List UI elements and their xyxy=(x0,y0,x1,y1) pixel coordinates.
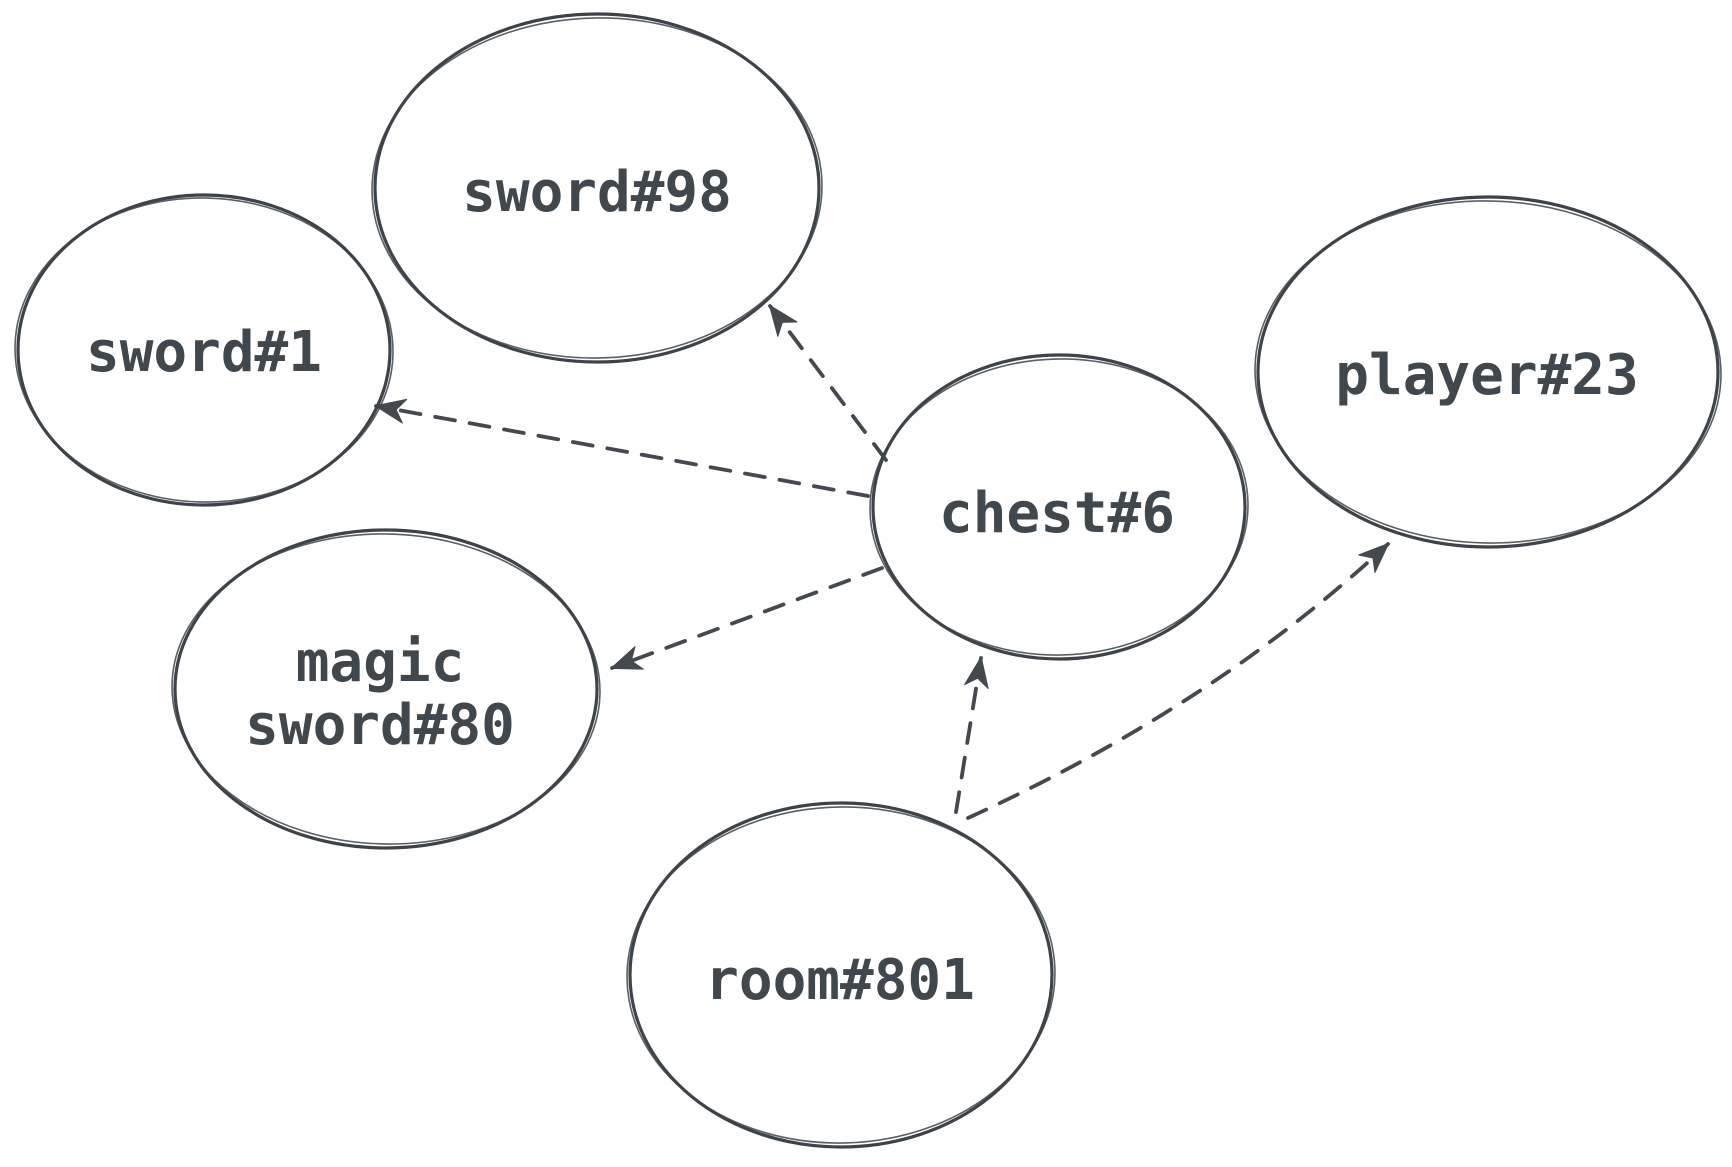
node-chest6-ellipse xyxy=(871,353,1247,661)
node-room801-label: room#801 xyxy=(705,948,975,1013)
node-room801-ellipse xyxy=(628,801,1054,1149)
node-player23-label: player#23 xyxy=(1335,343,1638,408)
node-player23: player#23 xyxy=(1254,195,1722,549)
node-room801-outline-echo xyxy=(626,806,1056,1144)
node-sword1-ellipse xyxy=(16,193,392,507)
node-chest6-label: chest#6 xyxy=(939,481,1175,546)
node-magic-sword80-label-line2: sword#80 xyxy=(245,693,515,758)
node-sword1-outline-echo xyxy=(14,197,394,503)
edge-room801-to-player23 xyxy=(966,542,1390,820)
node-room801: room#801 xyxy=(626,801,1056,1149)
node-sword1: sword#1 xyxy=(14,193,394,507)
node-sword98-label: sword#98 xyxy=(462,160,732,225)
node-chest6: chest#6 xyxy=(869,353,1249,661)
edge-room801-to-chest6 xyxy=(954,656,989,814)
node-sword98-ellipse xyxy=(373,12,821,364)
node-chest6-outline-echo xyxy=(869,358,1249,656)
node-sword1-label: sword#1 xyxy=(86,320,322,385)
node-magic-sword80: magic sword#80 xyxy=(171,528,601,850)
edge-chest6-to-sword98 xyxy=(768,304,888,462)
node-sword98: sword#98 xyxy=(371,12,823,364)
edge-chest6-to-magic-sword80 xyxy=(610,566,884,670)
node-sword98-outline-echo xyxy=(371,17,823,359)
edges-layer xyxy=(374,304,1390,820)
node-magic-sword80-label-line1: magic xyxy=(296,630,465,695)
edge-chest6-to-sword1 xyxy=(374,398,870,498)
node-player23-outline-echo xyxy=(1254,200,1722,544)
node-magic-sword80-outline-echo xyxy=(171,533,601,845)
node-player23-ellipse xyxy=(1256,195,1720,549)
node-magic-sword80-ellipse xyxy=(173,528,599,850)
